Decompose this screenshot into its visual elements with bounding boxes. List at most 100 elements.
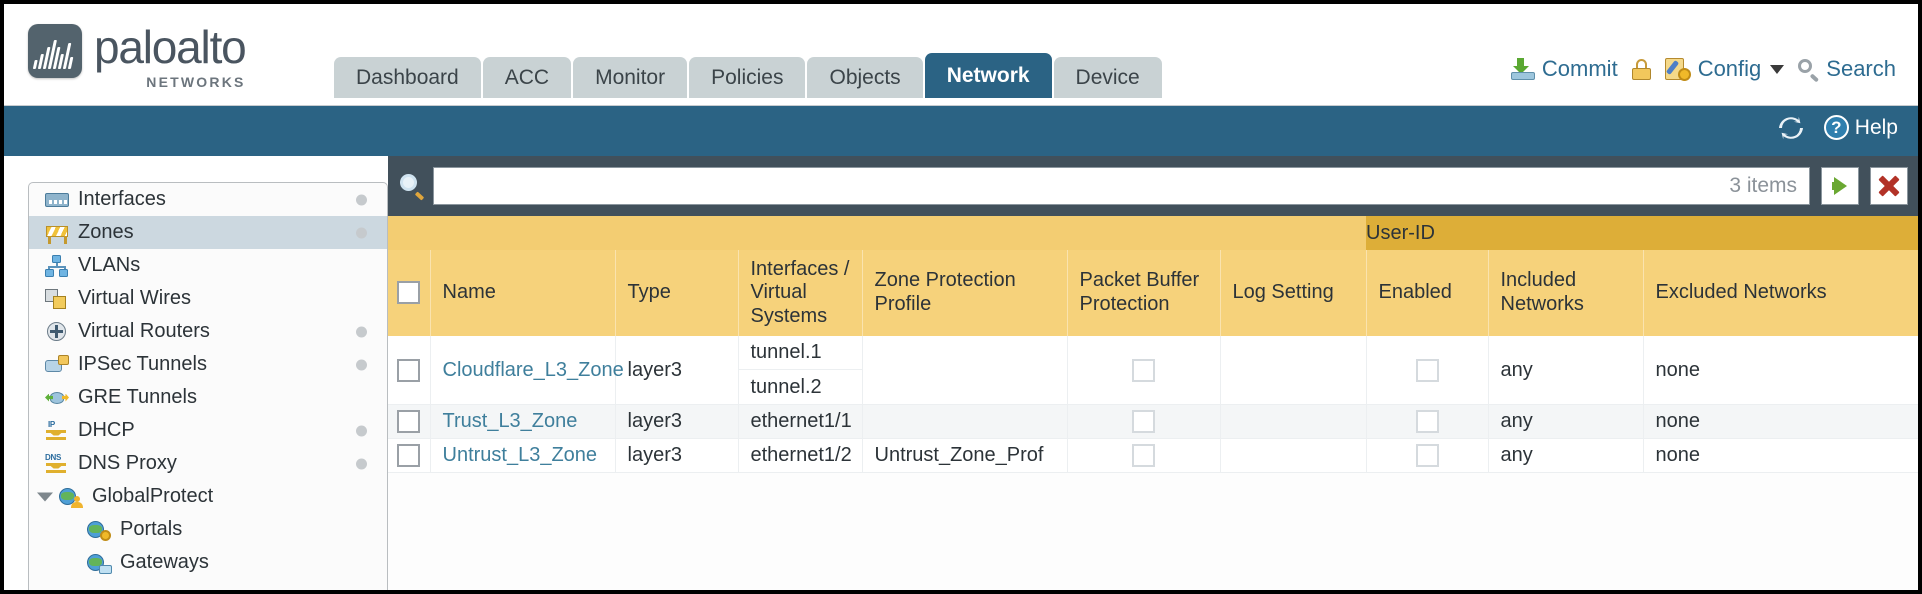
packet-buffer-protection-checkbox[interactable] xyxy=(1132,444,1155,468)
status-dot xyxy=(356,194,367,205)
userid-enabled-checkbox[interactable] xyxy=(1415,410,1439,434)
table-row[interactable]: Trust_L3_Zone layer3 ethernet1/1 any xyxy=(388,404,1918,439)
globalprotect-icon xyxy=(59,486,83,508)
zone-name-link[interactable]: Untrust_L3_Zone xyxy=(442,444,598,466)
row-checkbox[interactable] xyxy=(397,410,421,434)
sidebar-item-ipsec-tunnels[interactable]: IPSec Tunnels xyxy=(29,348,387,381)
paloalto-logo-mark xyxy=(28,24,82,78)
tab-monitor[interactable]: Monitor xyxy=(573,57,688,98)
tab-network[interactable]: Network xyxy=(924,53,1052,98)
sidebar-item-portals[interactable]: Portals xyxy=(29,513,387,546)
help-question-icon: ? xyxy=(1823,115,1849,140)
userid-enabled-checkbox[interactable] xyxy=(1415,444,1439,468)
refresh-icon[interactable] xyxy=(1778,116,1804,140)
cell-name[interactable]: Untrust_L3_Zone xyxy=(430,438,616,473)
column-header-interfaces[interactable]: Interfaces / Virtual Systems xyxy=(738,250,863,336)
padlock-icon[interactable] xyxy=(1631,58,1651,80)
packet-buffer-protection-checkbox[interactable] xyxy=(1132,358,1155,382)
sub-toolbar-actions: ? Help xyxy=(1778,115,1898,140)
sidebar-item-vlans[interactable]: VLANs xyxy=(29,249,387,282)
cell-type: layer3 xyxy=(615,438,739,473)
portals-icon xyxy=(87,519,111,541)
dns-proxy-icon: DNS xyxy=(45,453,69,475)
search-filter-icon[interactable] xyxy=(400,173,425,200)
status-dot xyxy=(356,425,367,436)
cell-zone-protection-profile: Untrust_Zone_Prof xyxy=(862,438,1068,473)
tab-acc[interactable]: ACC xyxy=(482,57,572,98)
cell-packet-buffer-protection[interactable] xyxy=(1067,404,1221,439)
sidebar-item-dns-proxy[interactable]: DNS DNS Proxy xyxy=(29,447,387,480)
zones-table: User-ID Name Type Interfaces / Virtual S… xyxy=(388,216,1918,473)
sidebar-item-dhcp[interactable]: IP DHCP xyxy=(29,414,387,447)
sidebar-item-gre-tunnels[interactable]: GRE Tunnels xyxy=(29,381,387,414)
column-header-userid-enabled[interactable]: Enabled xyxy=(1366,250,1489,336)
tab-dashboard[interactable]: Dashboard xyxy=(334,57,481,98)
brand-tagline: NETWORKS xyxy=(146,74,246,90)
userid-enabled-checkbox[interactable] xyxy=(1415,358,1439,382)
column-header-zone-protection-profile[interactable]: Zone Protection Profile xyxy=(862,250,1068,336)
tab-policies[interactable]: Policies xyxy=(689,57,806,98)
logo-bars-icon xyxy=(32,39,77,69)
sidebar-item-label: GRE Tunnels xyxy=(78,386,197,408)
sidebar-item-gateways[interactable]: Gateways xyxy=(29,546,387,579)
cell-included-networks: any xyxy=(1488,336,1644,405)
sidebar-item-label: Portals xyxy=(120,518,183,540)
dhcp-icon: IP xyxy=(45,420,69,442)
cell-name[interactable]: Trust_L3_Zone xyxy=(430,404,616,439)
table-row[interactable]: Untrust_L3_Zone layer3 ethernet1/2 Untru… xyxy=(388,438,1918,473)
zones-table-head: User-ID Name Type Interfaces / Virtual S… xyxy=(388,216,1918,336)
row-select-cell[interactable] xyxy=(388,438,431,473)
sidebar-item-virtual-wires[interactable]: Virtual Wires xyxy=(29,282,387,315)
tab-objects[interactable]: Objects xyxy=(807,57,923,98)
cell-included-networks: any xyxy=(1488,438,1644,473)
column-header-excluded-networks[interactable]: Excluded Networks xyxy=(1643,250,1918,336)
cell-packet-buffer-protection[interactable] xyxy=(1067,438,1221,473)
row-select-cell[interactable] xyxy=(388,404,431,439)
network-sidebar: Interfaces Zones VLANs xyxy=(28,182,388,590)
status-dot xyxy=(356,326,367,337)
select-all-checkbox[interactable] xyxy=(397,281,421,305)
search-button[interactable]: Search xyxy=(1798,56,1896,83)
sidebar-item-label: DHCP xyxy=(78,419,135,441)
packet-buffer-protection-checkbox[interactable] xyxy=(1132,410,1155,434)
interfaces-icon xyxy=(45,189,69,211)
sidebar-item-interfaces[interactable]: Interfaces xyxy=(29,183,387,216)
chevron-down-icon xyxy=(1770,64,1785,74)
select-all-header[interactable] xyxy=(388,250,431,336)
row-checkbox[interactable] xyxy=(397,444,421,468)
config-menu[interactable]: Config xyxy=(1664,56,1785,82)
cell-userid-enabled[interactable] xyxy=(1366,336,1489,405)
zone-name-link[interactable]: Cloudflare_L3_Zone xyxy=(442,358,624,381)
row-checkbox[interactable] xyxy=(397,358,421,382)
help-button[interactable]: ? Help xyxy=(1823,115,1898,140)
commit-label: Commit xyxy=(1541,56,1618,81)
help-label: Help xyxy=(1854,115,1898,139)
cell-excluded-networks: none xyxy=(1643,438,1918,473)
cell-name[interactable]: Cloudflare_L3_Zone xyxy=(430,336,624,405)
column-header-included-networks[interactable]: Included Networks xyxy=(1488,250,1644,336)
column-header-packet-buffer-protection[interactable]: Packet Buffer Protection xyxy=(1067,250,1221,336)
cell-userid-enabled[interactable] xyxy=(1366,438,1489,473)
zones-table-wrapper[interactable]: User-ID Name Type Interfaces / Virtual S… xyxy=(388,216,1918,590)
cell-packet-buffer-protection[interactable] xyxy=(1067,336,1221,405)
row-select-cell[interactable] xyxy=(388,336,431,405)
sidebar-item-virtual-routers[interactable]: Virtual Routers xyxy=(29,315,387,348)
collapse-triangle-icon[interactable] xyxy=(37,492,53,501)
column-header-type[interactable]: Type xyxy=(615,250,739,336)
tab-device[interactable]: Device xyxy=(1053,57,1162,98)
commit-button[interactable]: Commit xyxy=(1510,56,1618,82)
cell-log-setting xyxy=(1220,438,1367,473)
clear-filter-button[interactable] xyxy=(1870,167,1908,205)
column-header-log-setting[interactable]: Log Setting xyxy=(1220,250,1367,336)
zone-name-link[interactable]: Trust_L3_Zone xyxy=(442,410,578,432)
zones-icon xyxy=(45,222,69,244)
sidebar-item-zones[interactable]: Zones xyxy=(29,216,387,249)
search-input[interactable]: 3 items xyxy=(433,167,1810,205)
group-header-row: User-ID xyxy=(388,216,1918,250)
column-header-row: Name Type Interfaces / Virtual Systems Z… xyxy=(388,250,1918,336)
sidebar-item-globalprotect[interactable]: GlobalProtect xyxy=(29,480,387,513)
cell-userid-enabled[interactable] xyxy=(1366,404,1489,439)
column-header-name[interactable]: Name xyxy=(430,250,616,336)
apply-filter-button[interactable] xyxy=(1821,167,1859,205)
